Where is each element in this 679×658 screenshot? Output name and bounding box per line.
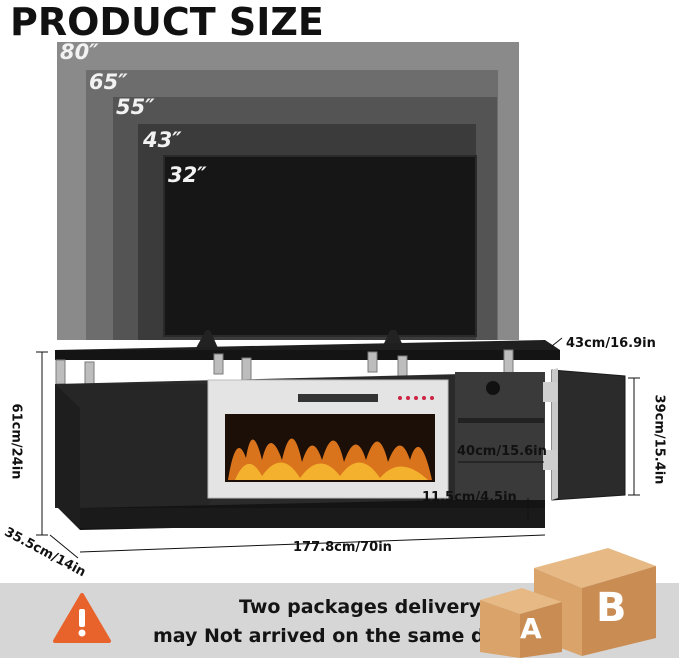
tv-label-43: 43″ bbox=[143, 128, 182, 152]
dim-shelf-width: 40cm/15.6in bbox=[457, 444, 547, 459]
tv-stand-illustration bbox=[55, 340, 626, 530]
dim-base-height: 11.5cm/4.5in bbox=[422, 490, 517, 505]
package-a-label: A bbox=[520, 612, 542, 645]
package-boxes bbox=[480, 548, 656, 658]
dimension-lines bbox=[36, 337, 640, 559]
dim-total-height: 61cm/24in bbox=[8, 403, 24, 480]
page-title: PRODUCT SIZE bbox=[10, 0, 324, 44]
dim-top-depth: 43cm/16.9in bbox=[566, 336, 656, 351]
dim-cabinet-height: 39cm/15.4in bbox=[651, 394, 667, 485]
dim-width: 177.8cm/70in bbox=[293, 540, 392, 555]
tv-label-80: 80″ bbox=[60, 40, 99, 64]
warning-icon bbox=[53, 593, 111, 643]
tv-label-32: 32″ bbox=[168, 163, 207, 187]
tv-label-65: 65″ bbox=[89, 70, 128, 94]
tv-32-screen bbox=[163, 155, 477, 337]
package-b-label: B bbox=[596, 585, 627, 631]
tv-label-55: 55″ bbox=[116, 95, 155, 119]
tv-size-stack: 80″ 65″ 55″ 43″ 32″ bbox=[57, 40, 519, 348]
delivery-line-2: may Not arrived on the same day. bbox=[153, 625, 515, 647]
delivery-line-1: Two packages delivery, bbox=[239, 596, 487, 618]
